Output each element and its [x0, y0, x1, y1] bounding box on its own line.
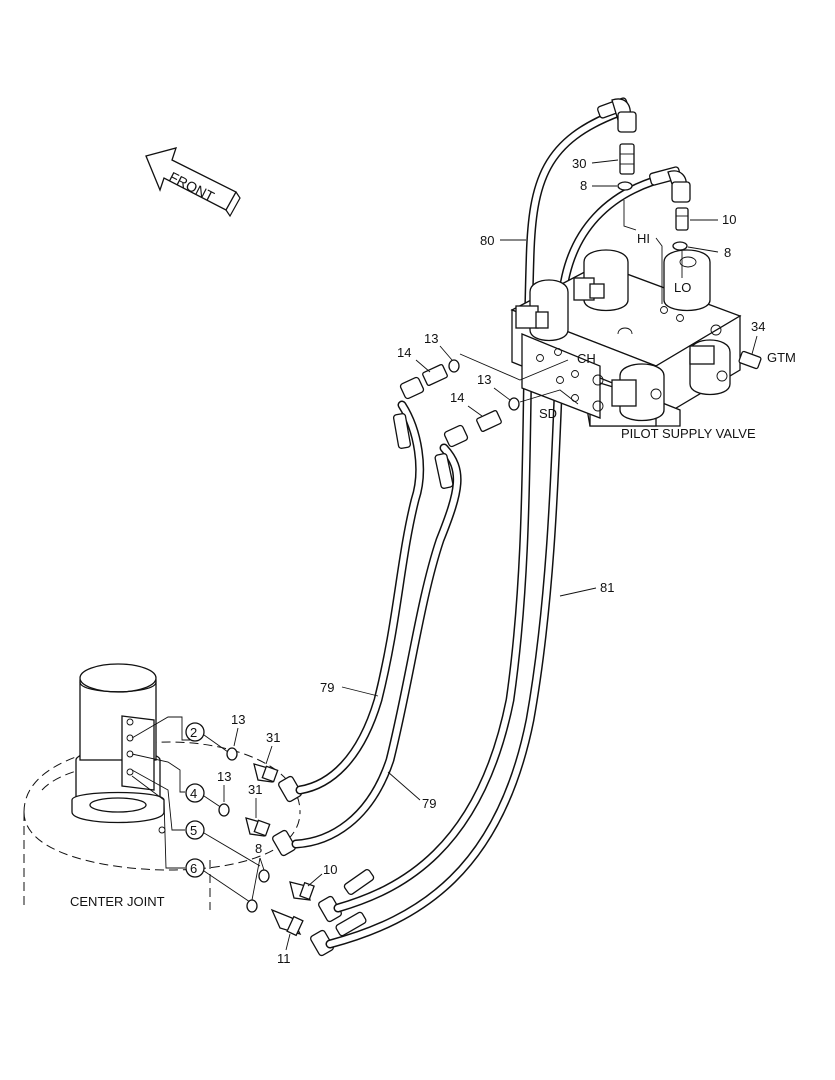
part-34-label: 34 — [751, 319, 765, 334]
part-11-label: 11 — [277, 951, 291, 966]
port-ch-label: CH — [577, 351, 596, 366]
fitting-14-a — [399, 364, 448, 400]
center-joint-label: CENTER JOINT — [70, 894, 165, 909]
part-13-b-label: 13 — [477, 372, 491, 387]
port-hi-label: HI — [637, 231, 650, 246]
part-8-bottom-label: 8 — [255, 841, 262, 856]
hose-79-b — [291, 443, 462, 849]
hose-80 — [333, 107, 625, 913]
o-ring-8-right — [672, 241, 688, 251]
front-arrow: FRONT — [145, 147, 241, 218]
o-ring-13-c — [226, 747, 238, 761]
svg-text:6: 6 — [190, 861, 197, 876]
solenoid-coil-4 — [689, 339, 731, 396]
solenoid-coil-2 — [573, 249, 629, 312]
hose-end-79-a — [278, 775, 302, 803]
part-31-a-label: 31 — [266, 730, 280, 745]
o-ring-8-bottom-b — [246, 899, 258, 913]
svg-text:5: 5 — [190, 823, 197, 838]
connector-31-b — [245, 817, 271, 837]
circled-port-5: 5 — [185, 820, 205, 840]
part-13-d-label: 13 — [217, 769, 231, 784]
part-13-c-label: 13 — [231, 712, 245, 727]
part-79-a-label: 79 — [320, 680, 334, 695]
fitting-14-b — [443, 410, 502, 448]
hose-81 — [325, 171, 677, 949]
connector-31-a — [253, 763, 279, 783]
circled-port-4: 4 — [185, 783, 205, 803]
connector-10-bottom — [289, 881, 315, 901]
pilot-supply-valve: PILOT SUPPLY VALVE — [510, 249, 762, 441]
hose-end-80-top — [611, 98, 637, 133]
connector-30 — [619, 143, 635, 175]
part-79-b-label: 79 — [422, 796, 436, 811]
part-30-label: 30 — [572, 156, 586, 171]
o-ring-8-top — [617, 181, 633, 191]
port-lo-label: LO — [674, 280, 691, 295]
connector-11 — [270, 908, 304, 937]
solenoid-coil-3 — [663, 249, 711, 312]
part-80-label: 80 — [480, 233, 494, 248]
hose-end-81-top — [667, 170, 691, 203]
part-10-top-label: 10 — [722, 212, 736, 227]
part-10-bottom-label: 10 — [323, 862, 337, 877]
center-joint-assembly: CENTER JOINT — [23, 663, 301, 910]
fitting-34 — [738, 350, 762, 370]
port-sd-label: SD — [539, 406, 557, 421]
o-ring-13-b — [508, 397, 520, 411]
hose-end-79-b — [272, 829, 296, 857]
part-31-b-label: 31 — [248, 782, 262, 797]
solenoid-coil-5 — [611, 363, 665, 422]
circled-port-2: 2 — [185, 722, 205, 742]
pilot-supply-valve-label: PILOT SUPPLY VALVE — [621, 426, 756, 441]
solenoid-coil-1 — [515, 279, 569, 342]
hose-79-a — [295, 400, 425, 795]
svg-text:4: 4 — [190, 786, 197, 801]
circled-port-6: 6 — [185, 858, 205, 878]
part-81-label: 81 — [600, 580, 614, 595]
connector-10-top — [675, 207, 689, 231]
hose-end-81 — [310, 929, 334, 957]
o-ring-13-d — [218, 803, 230, 817]
svg-text:2: 2 — [190, 725, 197, 740]
o-ring-13-a — [448, 359, 460, 373]
part-14-b-label: 14 — [450, 390, 464, 405]
part-8-top-label: 8 — [580, 178, 587, 193]
part-13-a-label: 13 — [424, 331, 438, 346]
part-8-right-label: 8 — [724, 245, 731, 260]
o-ring-8-bottom-a — [258, 869, 270, 883]
port-gtm-label: GTM — [767, 350, 796, 365]
part-14-a-label: 14 — [397, 345, 411, 360]
